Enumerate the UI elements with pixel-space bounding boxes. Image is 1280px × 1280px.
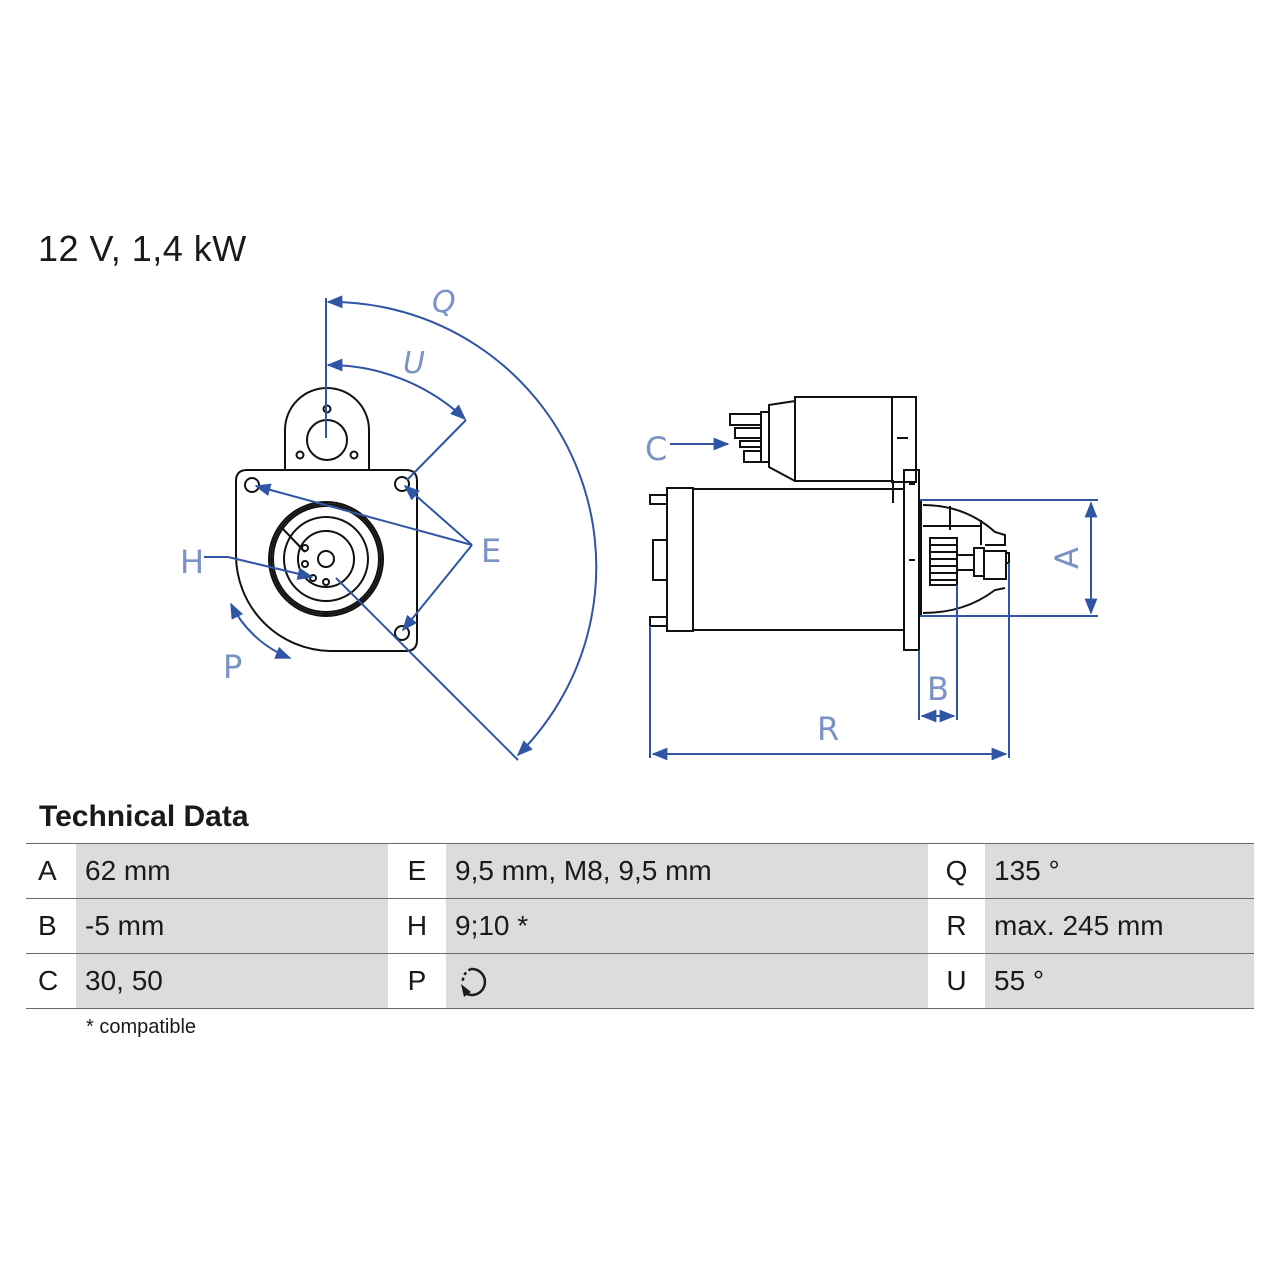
- spec-key: Q: [928, 844, 985, 898]
- label-H: H: [180, 543, 204, 581]
- spec-value: 30, 50: [76, 954, 388, 1008]
- side-view: [649, 396, 1010, 651]
- technical-data-heading: Technical Data: [39, 800, 249, 833]
- technical-data-table: A 62 mm E 9,5 mm, M8, 9,5 mm Q 135 ° B -…: [26, 843, 1254, 1009]
- label-E: E: [481, 532, 501, 570]
- spec-key: U: [928, 954, 985, 1008]
- label-U: U: [403, 346, 425, 381]
- side-view-dimensions: [649, 437, 1098, 761]
- spec-value: 62 mm: [76, 844, 388, 898]
- spec-key: B: [26, 899, 76, 953]
- spec-key: C: [26, 954, 76, 1008]
- spec-key: A: [26, 844, 76, 898]
- label-R: R: [817, 710, 839, 748]
- spec-value: 55 °: [985, 954, 1254, 1008]
- spec-key: H: [388, 899, 446, 953]
- page-title: 12 V, 1,4 kW: [38, 228, 247, 269]
- spec-value-rotation: [446, 954, 928, 1008]
- label-B: B: [927, 670, 949, 708]
- front-view-dimensions: [204, 295, 598, 761]
- spec-key: E: [388, 844, 446, 898]
- side-view-labels: C A B R: [645, 430, 1086, 748]
- rotation-counterclockwise-icon: [461, 967, 487, 997]
- table-row: A 62 mm E 9,5 mm, M8, 9,5 mm Q 135 °: [26, 844, 1254, 899]
- table-row: B -5 mm H 9;10 * R max. 245 mm: [26, 899, 1254, 954]
- spec-value: max. 245 mm: [985, 899, 1254, 953]
- front-view-labels: Q U E H P: [180, 285, 501, 686]
- starter-motor-drawing: Q U E H P: [180, 285, 1098, 761]
- label-Q: Q: [432, 285, 456, 320]
- table-row: C 30, 50 P U 55 °: [26, 954, 1254, 1009]
- spec-value: -5 mm: [76, 899, 388, 953]
- label-C: C: [645, 430, 667, 468]
- spec-key: R: [928, 899, 985, 953]
- spec-value: 9;10 *: [446, 899, 928, 953]
- label-A: A: [1048, 547, 1086, 569]
- label-P: P: [223, 648, 242, 686]
- footnote: * compatible: [86, 1016, 197, 1038]
- spec-value: 135 °: [985, 844, 1254, 898]
- spec-value: 9,5 mm, M8, 9,5 mm: [446, 844, 928, 898]
- spec-key: P: [388, 954, 446, 1008]
